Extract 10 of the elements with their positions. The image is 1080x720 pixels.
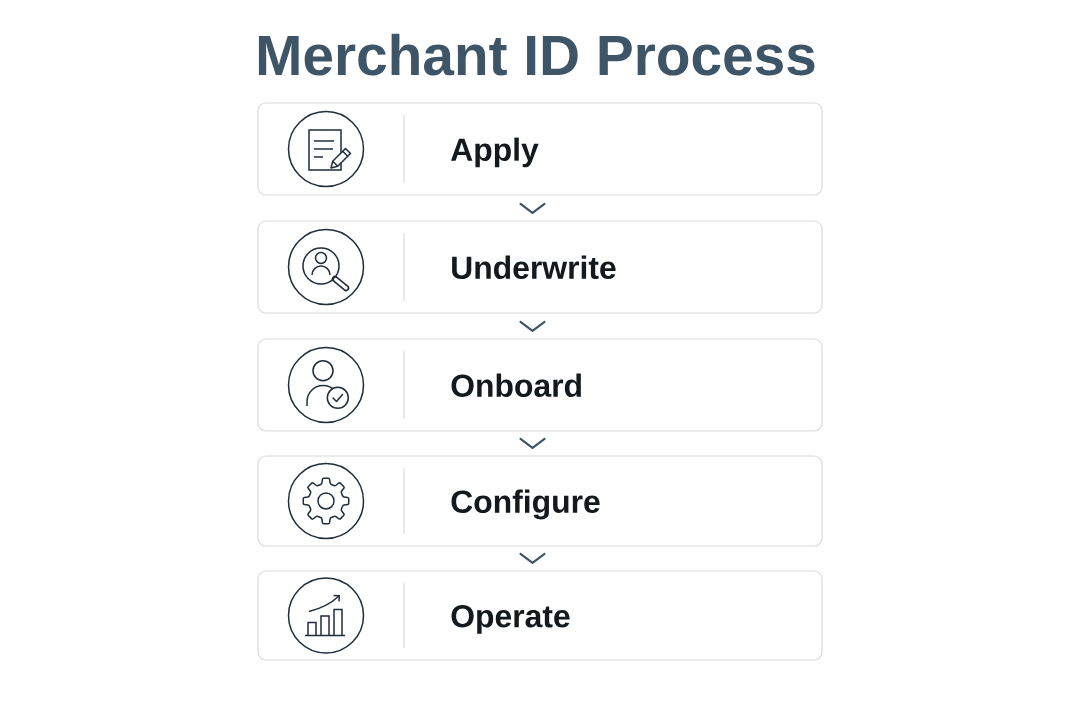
chevron-arrow	[519, 552, 546, 564]
title: Merchant ID Process	[258, 33, 815, 76]
step-box: Operate	[257, 570, 823, 661]
step-box: Configure	[257, 455, 823, 547]
step-box: Underwrite	[257, 220, 823, 314]
step-box: Apply	[257, 102, 823, 196]
chevron-arrow	[519, 437, 546, 449]
step-box: Onboard	[257, 338, 823, 432]
chevron-arrow	[519, 202, 546, 214]
chevron-arrow	[519, 320, 546, 332]
